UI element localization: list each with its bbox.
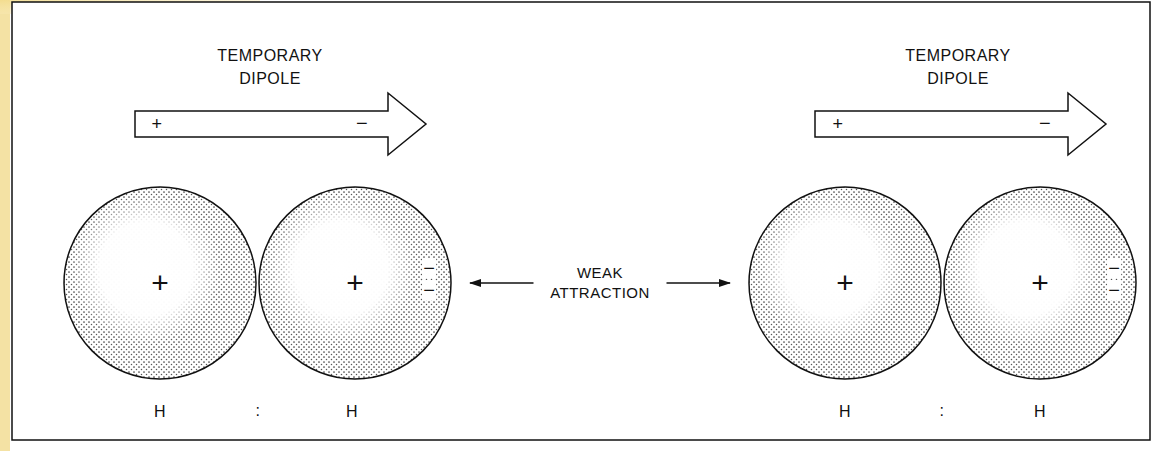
frame [12,2,1150,440]
charge-sign: + [832,113,843,136]
charge-sign-edge: − [422,280,436,300]
edge-strip [0,0,10,451]
edge-label: WEAK ATTRACTION [534,261,667,305]
charge-sign: + [835,268,855,298]
charge-sign-edge: − [1107,280,1121,300]
atom-circle: + [63,186,257,380]
charge-sign-edge: − [1107,258,1121,278]
atom-symbol: H [154,400,166,423]
charge-sign: + [150,268,170,298]
atom-symbol: H [1034,400,1046,423]
charge-sign-edge: − [422,258,436,278]
charge-sign: + [1030,268,1050,298]
dipole-label: TEMPORARY DIPOLE [205,44,335,90]
atom-circle: + [748,186,942,380]
charge-sign: + [151,113,162,136]
atom-circle: + −− [258,186,452,380]
atom-symbol: H [839,400,851,423]
atom-circle: + −− [943,186,1137,380]
dipole-arrow [135,93,426,155]
dipole-label: TEMPORARY DIPOLE [893,44,1023,90]
bond-symbol: : [940,399,945,422]
charge-sign: − [1039,112,1051,135]
charge-sign: + [345,268,365,298]
charge-sign: − [356,112,368,135]
atom-symbol: H [346,400,358,423]
dipole-arrow [815,93,1106,155]
bond-symbol: : [256,399,261,422]
